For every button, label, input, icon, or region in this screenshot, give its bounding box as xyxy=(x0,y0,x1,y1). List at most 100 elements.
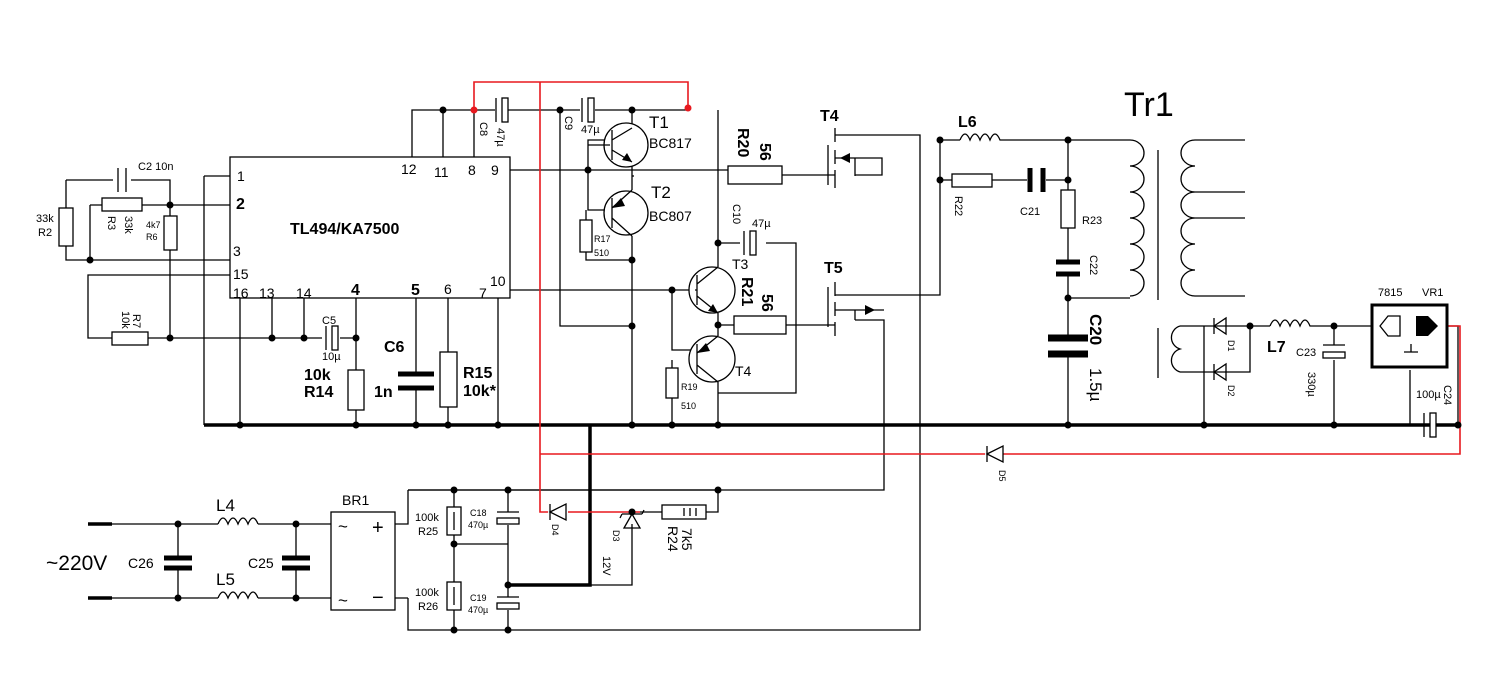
label-l4: L4 xyxy=(216,496,235,515)
label-r3: R3 xyxy=(105,216,117,230)
pin-16: 16 xyxy=(233,285,249,301)
capacitor-c22 xyxy=(1056,259,1080,277)
label-vr1: VR1 xyxy=(1422,287,1443,299)
pin-9: 9 xyxy=(491,162,499,178)
label-t3: T3 xyxy=(732,256,749,272)
label-c8-val: 47µ xyxy=(494,128,506,147)
label-r15-val: 10k* xyxy=(463,383,497,400)
transistor-t4-lower xyxy=(688,335,736,383)
transistor-t2 xyxy=(603,190,649,236)
pin-11: 11 xyxy=(434,164,449,180)
resistor-r20 xyxy=(727,165,783,185)
resistor-r23 xyxy=(1060,189,1076,229)
label-c10-val: 47µ xyxy=(752,218,771,230)
label-r14-val: 10k xyxy=(304,367,331,384)
pin-6: 6 xyxy=(444,281,452,297)
label-r26-val: 100k xyxy=(415,587,439,599)
label-c2: C2 10n xyxy=(138,161,173,173)
zener-d3 xyxy=(619,509,645,529)
pin-15: 15 xyxy=(233,266,249,282)
capacitor-c18 xyxy=(496,517,520,525)
capacitor-c23 xyxy=(1322,351,1346,359)
label-d4: D4 xyxy=(550,524,560,536)
power-switches: T4 T5 xyxy=(820,108,884,336)
label-c20: C20 xyxy=(1086,314,1105,345)
resistor-r6 xyxy=(163,215,178,251)
label-c19: C19 xyxy=(470,593,487,603)
label-c24: C24 xyxy=(1441,385,1453,405)
diode-d5 xyxy=(985,444,1004,464)
pin-3: 3 xyxy=(233,243,241,259)
label-t4-lower: T4 xyxy=(735,363,752,379)
capacitor-c2 xyxy=(117,168,127,192)
inductor-l5 xyxy=(217,591,259,600)
pin-5: 5 xyxy=(411,282,420,299)
capacitor-c20 xyxy=(1048,334,1088,358)
label-vr1-type: 7815 xyxy=(1378,287,1402,299)
label-c23: C23 xyxy=(1296,347,1316,359)
label-c5: C5 xyxy=(322,315,336,327)
label-d3-val: 12V xyxy=(600,556,612,576)
label-d5: D5 xyxy=(997,470,1007,482)
label-r19: R19 xyxy=(681,382,698,392)
label-c5-val: 10µ xyxy=(322,351,341,363)
label-c10: C10 xyxy=(730,204,742,224)
label-c6-val: 1n xyxy=(374,384,393,401)
diode-d1 xyxy=(1212,316,1227,336)
label-l7: L7 xyxy=(1267,339,1286,356)
label-c6: C6 xyxy=(384,339,405,356)
ic-tl494: TL494/KA7500 1 2 3 15 16 13 14 4 5 6 7 1… xyxy=(229,156,511,301)
pin-2: 2 xyxy=(236,196,245,213)
pin-13: 13 xyxy=(259,285,275,301)
wires xyxy=(65,109,1460,631)
pin-14: 14 xyxy=(296,285,312,301)
label-br-ac1: ~ xyxy=(338,517,348,536)
label-l5: L5 xyxy=(216,570,235,589)
resistor-r21 xyxy=(733,315,787,335)
label-br-minus: − xyxy=(372,587,384,609)
capacitor-c26 xyxy=(164,555,192,571)
label-c21: C21 xyxy=(1020,206,1040,218)
resistor-r14 xyxy=(347,369,365,411)
label-br1: BR1 xyxy=(342,492,369,508)
resistor-r3 xyxy=(101,197,143,212)
label-r25: R25 xyxy=(418,526,438,538)
resistor-r15 xyxy=(439,351,458,408)
label-c25: C25 xyxy=(248,555,274,571)
label-r25-val: 100k xyxy=(415,512,439,524)
output-stage: L6 R22 C21 R23 C22 C20 1.5µ Tr1 D1 D2 L7 xyxy=(951,86,1453,482)
label-r3-val: 33k xyxy=(122,216,134,234)
label-c24-val: 100µ xyxy=(1416,389,1441,401)
label-r14: R14 xyxy=(304,384,333,401)
label-r19-val: 510 xyxy=(681,401,696,411)
regulator-vr1 xyxy=(1370,303,1449,369)
bridge-rectifier-br1 xyxy=(330,511,396,611)
label-r17-val: 510 xyxy=(594,248,609,258)
capacitor-c25 xyxy=(282,555,310,571)
label-r2-val: 33k xyxy=(36,213,54,225)
capacitor-c21 xyxy=(1027,168,1046,192)
label-r22: R22 xyxy=(952,196,964,216)
label-r2: R2 xyxy=(38,227,52,239)
label-r20-val: 56 xyxy=(756,143,773,161)
label-r21: R21 xyxy=(738,277,755,306)
transformer-secondary xyxy=(1180,139,1245,297)
label-mains: ~220V xyxy=(46,552,107,575)
label-c8: C8 xyxy=(477,122,489,136)
pin-7: 7 xyxy=(479,285,487,301)
label-d1: D1 xyxy=(1226,340,1236,352)
pin-1: 1 xyxy=(237,168,245,184)
label-r17: R17 xyxy=(594,234,611,244)
label-r24-val: 7k5 xyxy=(679,528,695,551)
pin-4: 4 xyxy=(351,282,360,299)
red-wires xyxy=(470,81,1461,513)
pin-12: 12 xyxy=(401,161,417,177)
label-t1-type: BC817 xyxy=(649,135,692,151)
label-c20-val: 1.5µ xyxy=(1086,368,1105,402)
label-t4: T4 xyxy=(820,108,839,125)
resistor-r22 xyxy=(951,173,993,188)
capacitor-c6 xyxy=(398,371,434,391)
label-d3: D3 xyxy=(611,530,621,542)
junction-dots xyxy=(86,106,1462,634)
ic-name: TL494/KA7500 xyxy=(290,221,399,238)
